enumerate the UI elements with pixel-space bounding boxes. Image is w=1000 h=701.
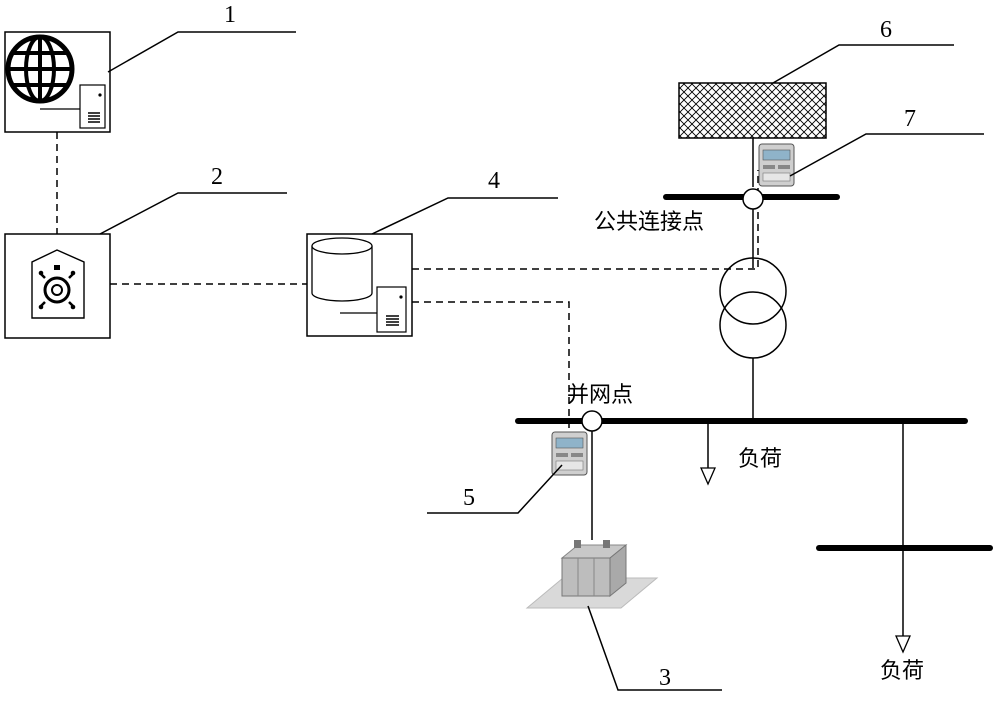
grid-connection-node	[581, 410, 603, 432]
server-icon	[340, 286, 407, 333]
load-1-arrow-icon	[700, 467, 716, 486]
comm-link-4-pcc-meter	[412, 170, 759, 270]
callout-leader-4	[371, 197, 558, 235]
battery-icon	[525, 540, 659, 609]
device-3-battery-storage	[525, 540, 659, 609]
meter-icon	[551, 431, 588, 476]
pcc-label: 公共连接点	[594, 210, 704, 235]
shield-icon	[31, 249, 85, 319]
callout-leader-1	[107, 31, 296, 73]
device-4-database-server	[306, 233, 413, 337]
callout-number-5: 5	[463, 485, 475, 511]
load-2-arrow-icon	[895, 635, 911, 654]
transformer-icon	[719, 257, 787, 359]
device-6-external-grid	[678, 82, 827, 139]
callout-leader-6	[772, 44, 954, 84]
callout-leader-2	[99, 192, 287, 235]
globe-icon	[5, 34, 75, 104]
device-7-meter	[758, 143, 795, 187]
callout-number-7: 7	[904, 106, 916, 132]
callout-number-4: 4	[488, 168, 500, 194]
load-2-label: 负荷	[880, 659, 924, 684]
callout-number-1: 1	[224, 2, 236, 28]
callout-number-6: 6	[880, 17, 892, 43]
callout-leader-7	[789, 133, 984, 177]
callout-number-3: 3	[659, 665, 671, 691]
server-icon	[40, 84, 106, 129]
comm-link-4-grid-meter	[412, 301, 570, 432]
pcc-node	[742, 188, 764, 210]
load-1-label: 负荷	[738, 447, 782, 472]
meter-icon	[758, 143, 795, 187]
callout-number-2: 2	[211, 164, 223, 190]
grid-connection-label: 并网点	[567, 383, 633, 408]
device-1-internet-server	[4, 31, 111, 133]
device-5-meter	[551, 431, 588, 476]
callout-leader-5	[427, 464, 563, 514]
database-icon	[311, 237, 373, 302]
device-2-security-gateway	[4, 233, 111, 339]
callout-leader-3	[587, 605, 722, 691]
